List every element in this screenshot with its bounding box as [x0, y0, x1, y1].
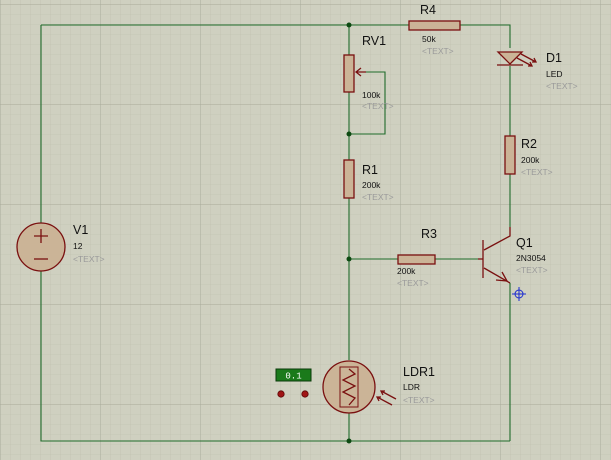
rv1-text: <TEXT>: [362, 101, 394, 111]
ldr1-light-arrow-2: [379, 390, 397, 400]
ldr1-resistor-box: [339, 366, 359, 408]
v1-name: V1: [73, 223, 88, 237]
probe-terminal-left[interactable]: [277, 390, 285, 398]
r4-body: [408, 20, 461, 31]
d1-led[interactable]: D1 LED <TEXT>: [496, 51, 578, 91]
wire-bottom-left[interactable]: [40, 271, 510, 442]
r4-text: <TEXT>: [422, 46, 454, 56]
r1-value: 200k: [362, 180, 381, 190]
crosshair-marker: [512, 287, 526, 301]
r3-resistor[interactable]: R3 200k <TEXT>: [397, 227, 437, 288]
junction-r3: [346, 256, 352, 262]
r1-resistor[interactable]: R1 200k <TEXT>: [343, 159, 394, 202]
r2-text: <TEXT>: [521, 167, 553, 177]
r3-name: R3: [421, 227, 437, 241]
rv1-name: RV1: [362, 34, 386, 48]
r2-name: R2: [521, 137, 537, 151]
rv1-potentiometer[interactable]: RV1 100k <TEXT>: [343, 34, 394, 111]
junction-bottom: [346, 438, 352, 444]
rv1-value: 100k: [362, 90, 381, 100]
junction-rv1: [346, 131, 352, 137]
q1-name: Q1: [516, 236, 533, 250]
q1-transistor[interactable]: Q1 2N3054 <TEXT>: [478, 227, 548, 284]
d1-light-arrow-1: [516, 57, 534, 67]
r3-body: [397, 254, 436, 265]
d1-value: LED: [546, 69, 563, 79]
r2-value: 200k: [521, 155, 540, 165]
junction-top: [346, 22, 352, 28]
q1-value: 2N3054: [516, 253, 546, 263]
wire-r4-to-d1[interactable]: [460, 24, 511, 48]
rv1-wiper-arrow: [354, 67, 366, 77]
q1-emitter-arrow: [495, 271, 509, 282]
probe-reading: 0.1: [285, 372, 301, 382]
rv1-body: [343, 54, 355, 93]
r4-value: 50k: [422, 34, 436, 44]
v1-source[interactable]: V1 12 <TEXT>: [16, 222, 105, 272]
probe-display: [275, 368, 312, 382]
ldr1-sensor[interactable]: LDR1 LDR <TEXT>: [322, 360, 435, 414]
r2-resistor[interactable]: R2 200k <TEXT>: [504, 135, 553, 177]
ldr1-text: <TEXT>: [403, 395, 435, 405]
r4-name: R4: [420, 3, 436, 17]
v1-text: <TEXT>: [73, 254, 105, 264]
probe-terminal-right[interactable]: [301, 390, 309, 398]
d1-text: <TEXT>: [546, 81, 578, 91]
ldr1-value: LDR: [403, 382, 420, 392]
r2-body: [504, 135, 516, 175]
q1-collector: [483, 227, 511, 251]
wires: [40, 24, 511, 442]
r1-text: <TEXT>: [362, 192, 394, 202]
r4-resistor[interactable]: R4 50k <TEXT>: [408, 3, 461, 56]
d1-light-arrow-2: [520, 53, 538, 63]
ldr1-light-arrow-1: [375, 396, 393, 406]
v1-value: 12: [73, 241, 83, 251]
r3-text: <TEXT>: [397, 278, 429, 288]
r1-name: R1: [362, 163, 378, 177]
wire-rv1-wiper[interactable]: [349, 71, 386, 135]
ldr1-body: [322, 360, 376, 414]
r1-body: [343, 159, 355, 199]
d1-triangle: [496, 51, 524, 65]
q1-text: <TEXT>: [516, 265, 548, 275]
v1-body: [16, 222, 66, 272]
r3-value: 200k: [397, 266, 416, 276]
d1-name: D1: [546, 51, 562, 65]
ldr1-zigzag: [341, 368, 357, 406]
light-probe[interactable]: 0.1: [275, 368, 312, 398]
v1-plus-sign: [34, 229, 48, 243]
ldr1-name: LDR1: [403, 365, 435, 379]
